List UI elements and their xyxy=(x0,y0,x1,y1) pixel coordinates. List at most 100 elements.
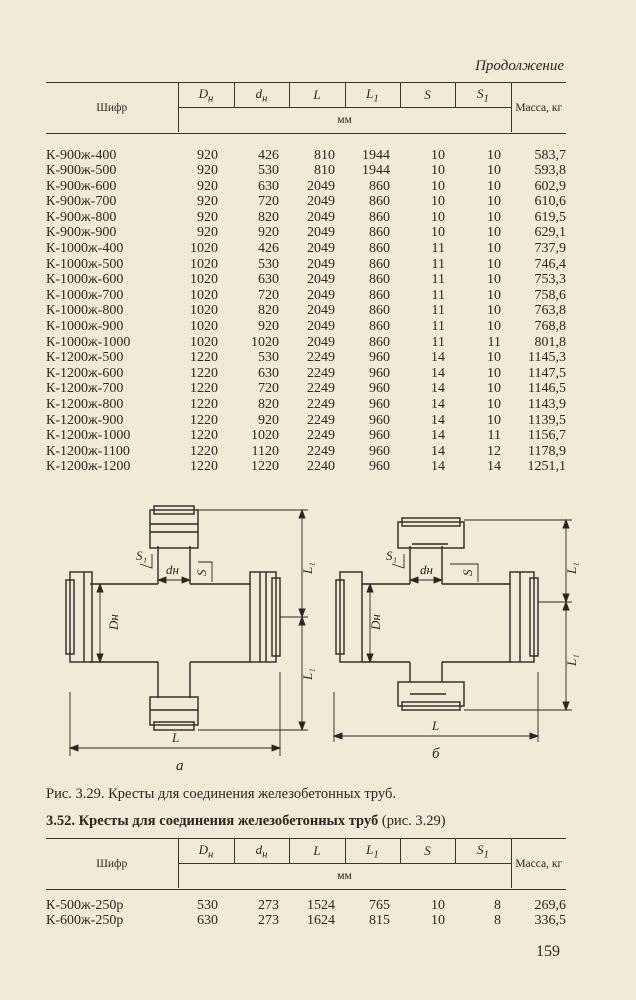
cell-value: 2049 xyxy=(307,256,335,272)
cell-cipher: К-1000ж-1000 xyxy=(46,334,131,350)
header-mass-2: Масса, кг xyxy=(510,838,566,888)
cell-value: 1220 xyxy=(190,443,218,459)
cell-value: 2240 xyxy=(307,459,335,475)
dimensions-a xyxy=(68,508,308,756)
section-heading: Кресты для соединения железобетонных тру… xyxy=(78,813,379,829)
label-L-b: L xyxy=(431,718,439,733)
cell-cipher: К-500ж-250р xyxy=(46,897,124,913)
cell-value: 530 xyxy=(197,897,218,913)
cell-value: 602,9 xyxy=(534,178,567,194)
cell-value: 14 xyxy=(431,365,445,381)
header-cipher-2: Шифр xyxy=(46,838,178,888)
cell-value: 920 xyxy=(197,147,218,163)
label-L1-bottom-b: L₁ xyxy=(564,654,579,667)
cell-value: 8 xyxy=(494,897,501,913)
cell-cipher: К-1200ж-1100 xyxy=(46,443,130,459)
cell-value: 583,7 xyxy=(534,147,567,163)
cell-value: 593,8 xyxy=(534,163,567,179)
cell-value: 10 xyxy=(487,287,501,303)
header-S1-2: S1 xyxy=(454,838,511,864)
cell-value: 2249 xyxy=(307,397,335,412)
cell-value: 920 xyxy=(197,225,218,241)
cell-value: 269,6 xyxy=(534,897,567,913)
cell-value: 11 xyxy=(431,241,445,257)
label-b: б xyxy=(432,746,440,762)
label-dn-b: dн xyxy=(420,562,433,577)
cell-value: 14 xyxy=(431,381,445,397)
cell-value: 815 xyxy=(369,913,390,929)
cell-value: 1251,1 xyxy=(527,459,567,475)
cell-value: 1220 xyxy=(190,350,218,366)
cell-value: 2249 xyxy=(307,350,335,366)
header-units-2: мм xyxy=(177,863,511,888)
cell-value: 1524 xyxy=(307,897,335,913)
cell-value: 720 xyxy=(258,381,279,397)
cell-value: 768,8 xyxy=(534,319,567,335)
cell-value: 10 xyxy=(487,303,501,319)
label-s1-a: S₁ xyxy=(136,548,147,563)
cell-cipher: К-1200ж-700 xyxy=(46,381,124,397)
cell-value: 629,1 xyxy=(534,225,567,241)
header-cipher: Шифр xyxy=(46,82,178,132)
cell-value: 960 xyxy=(369,397,390,412)
header-L: L xyxy=(288,82,345,108)
cell-value: 2249 xyxy=(307,412,335,428)
header-S1: S1 xyxy=(454,82,511,108)
cell-value: 2049 xyxy=(307,241,335,257)
cell-value: 10 xyxy=(487,163,501,179)
cell-value: 2249 xyxy=(307,381,335,397)
cell-value: 530 xyxy=(258,163,279,179)
cell-value: 2049 xyxy=(307,178,335,194)
cell-value: 860 xyxy=(369,334,390,350)
cell-value: 12 xyxy=(487,443,501,459)
cell-value: 2249 xyxy=(307,365,335,381)
cell-value: 960 xyxy=(369,350,390,366)
cell-value: 1020 xyxy=(251,334,279,350)
cell-value: 1020 xyxy=(190,319,218,335)
cell-value: 1020 xyxy=(190,287,218,303)
cell-value: 820 xyxy=(258,209,279,225)
section-number: 3.52. xyxy=(46,813,75,829)
cell-value: 860 xyxy=(369,178,390,194)
cell-value: 10 xyxy=(487,256,501,272)
label-L1-bottom-a: L₁ xyxy=(300,668,315,681)
cell-value: 10 xyxy=(487,365,501,381)
cell-value: 1178,9 xyxy=(528,443,566,459)
cell-value: 960 xyxy=(369,365,390,381)
cell-value: 10 xyxy=(487,194,501,210)
cell-cipher: К-1000ж-500 xyxy=(46,256,124,272)
cell-cipher: К-1200ж-1200 xyxy=(46,459,131,475)
cell-value: 860 xyxy=(369,194,390,210)
cell-cipher: К-1200ж-600 xyxy=(46,365,124,381)
cell-value: 1020 xyxy=(190,272,218,288)
cell-value: 530 xyxy=(258,350,279,366)
cell-value: 860 xyxy=(369,303,390,319)
cell-value: 10 xyxy=(431,897,445,913)
label-Dn-a: Dн xyxy=(106,614,121,631)
cell-value: 10 xyxy=(487,412,501,428)
cell-value: 14 xyxy=(431,459,445,475)
cell-value: 10 xyxy=(487,147,501,163)
cell-value: 11 xyxy=(431,319,445,335)
cell-cipher: К-900ж-500 xyxy=(46,163,117,179)
cell-value: 14 xyxy=(431,350,445,366)
cell-value: 426 xyxy=(258,241,279,257)
cell-cipher: К-1200ж-900 xyxy=(46,412,124,428)
cell-value: 2049 xyxy=(307,287,335,303)
header-mass: Масса, кг xyxy=(510,82,566,132)
label-dn-a: dн xyxy=(166,562,179,577)
cell-value: 860 xyxy=(369,272,390,288)
cell-cipher: К-600ж-250р xyxy=(46,913,124,929)
section-ref: (рис. 3.29) xyxy=(381,813,446,829)
cell-value: 960 xyxy=(369,428,390,444)
cell-value: 960 xyxy=(369,443,390,459)
cell-value: 273 xyxy=(258,913,279,929)
cell-value: 1156,7 xyxy=(528,428,566,444)
figure-caption: Рис. 3.29. Кресты для соединения железоб… xyxy=(46,786,396,802)
cell-value: 758,6 xyxy=(534,287,567,303)
